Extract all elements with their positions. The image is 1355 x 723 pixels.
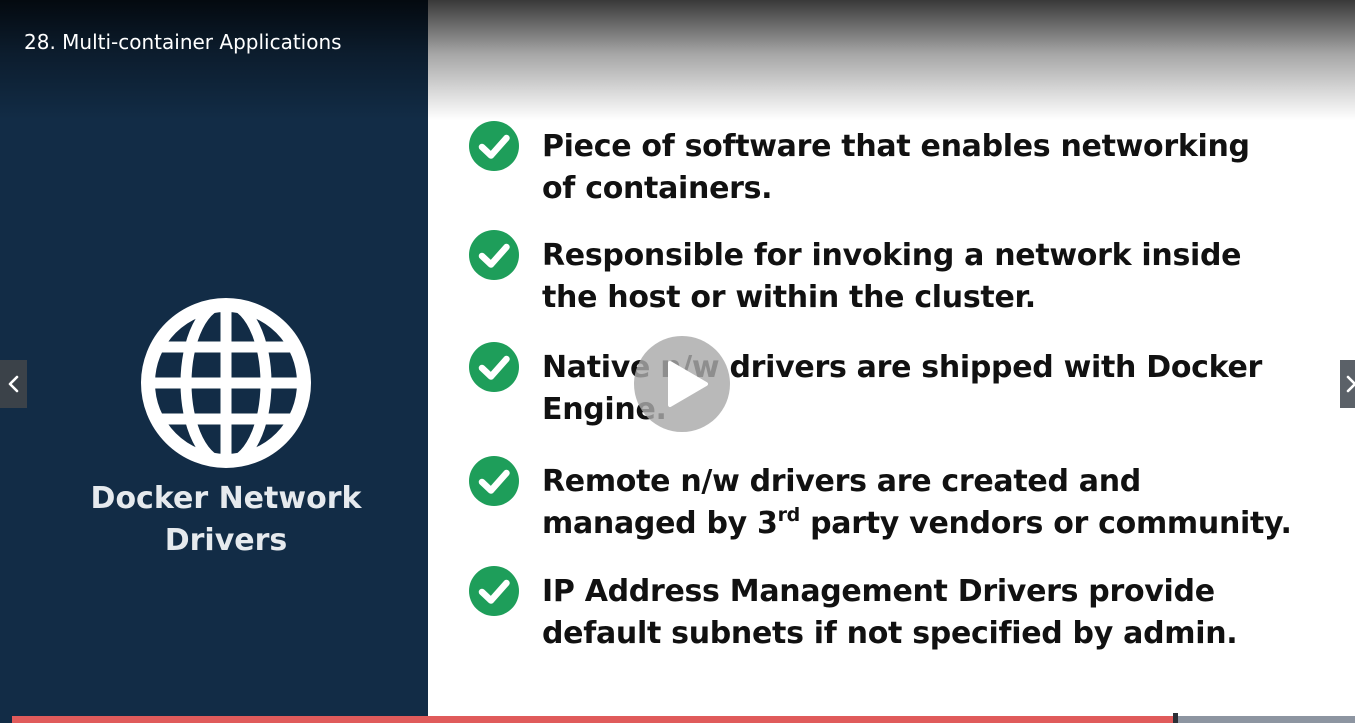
progress-scrubber[interactable] xyxy=(1173,713,1178,723)
check-circle-icon xyxy=(469,456,519,506)
check-circle-icon xyxy=(469,566,519,616)
section-title-line2: Drivers xyxy=(164,523,288,558)
next-lecture-button[interactable] xyxy=(1340,360,1355,408)
bullet-line: of containers. xyxy=(542,171,773,206)
slide-left-panel xyxy=(0,0,428,723)
check-circle-icon xyxy=(469,121,519,171)
bullet-text: Responsible for invoking a network insid… xyxy=(542,235,1332,319)
play-button[interactable] xyxy=(634,336,730,432)
previous-lecture-button[interactable] xyxy=(0,360,27,408)
video-title: 28. Multi-container Applications xyxy=(24,30,342,54)
section-title-line1: Docker Network xyxy=(90,481,362,516)
bullet-text: Remote n/w drivers are created and manag… xyxy=(542,461,1332,545)
bullet-line-end: party vendors or community. xyxy=(799,506,1292,541)
slide-right-panel xyxy=(428,0,1355,723)
bullet-line-start: managed by 3 xyxy=(542,506,778,541)
check-circle-icon xyxy=(469,342,519,392)
bullet-text: IP Address Management Drivers provide de… xyxy=(542,571,1332,655)
bullet-line: managed by 3rd party vendors or communit… xyxy=(542,503,1332,545)
bullet-text: Piece of software that enables networkin… xyxy=(542,126,1332,210)
bullet-line: Responsible for invoking a network insid… xyxy=(542,238,1242,273)
chevron-left-icon xyxy=(8,375,19,393)
bullet-line: Remote n/w drivers are created and xyxy=(542,464,1141,499)
section-title: Docker Network Drivers xyxy=(0,478,452,562)
bullet-line: IP Address Management Drivers provide xyxy=(542,574,1215,609)
ordinal-suffix: rd xyxy=(777,504,801,526)
bullet-line: the host or within the cluster. xyxy=(542,280,1036,315)
bullet-line: default subnets if not specified by admi… xyxy=(542,616,1238,651)
play-icon xyxy=(668,361,708,407)
progress-played xyxy=(12,716,1175,723)
globe-icon xyxy=(141,298,311,468)
bullet-line: Piece of software that enables networkin… xyxy=(542,129,1250,164)
progress-bar[interactable] xyxy=(12,713,1355,723)
chevron-right-icon xyxy=(1346,375,1355,393)
check-circle-icon xyxy=(469,230,519,280)
